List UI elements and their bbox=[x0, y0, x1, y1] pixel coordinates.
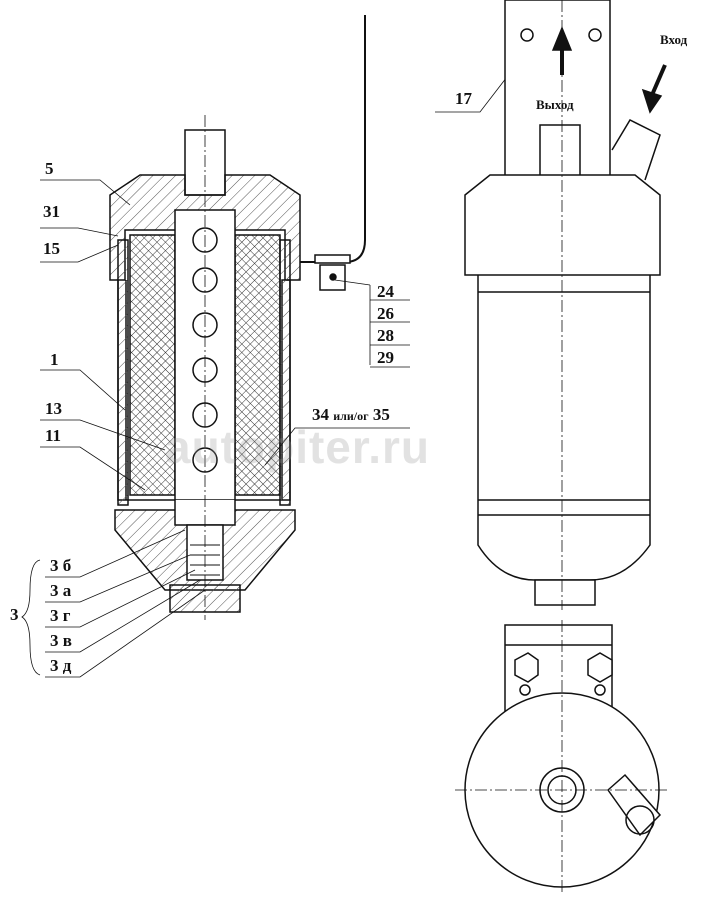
callout-24: 24 bbox=[377, 282, 394, 301]
filter-section bbox=[109, 15, 366, 620]
callout-group-3: 3 bbox=[10, 605, 19, 624]
callout-17: 17 bbox=[455, 89, 472, 108]
callout-3g: 3 г bbox=[50, 606, 71, 625]
callout-34-or-35: 34 или/ог 35 bbox=[312, 406, 390, 423]
callout-13: 13 bbox=[45, 399, 62, 418]
callout-15: 15 bbox=[43, 239, 60, 258]
inlet-label: Вход bbox=[660, 32, 688, 47]
callout-or: или/ог bbox=[333, 409, 369, 423]
outlet-label: Выход bbox=[536, 97, 574, 112]
callout-26: 26 bbox=[377, 304, 394, 323]
callout-3b: 3 б bbox=[50, 556, 72, 575]
callout-31: 31 bbox=[43, 202, 60, 221]
callout-11: 11 bbox=[45, 426, 62, 445]
callout-3v: 3 в bbox=[50, 631, 72, 650]
receiver-side-view bbox=[464, 0, 667, 610]
callout-1: 1 bbox=[50, 350, 59, 369]
callout-3d: 3 д bbox=[50, 656, 72, 675]
callout-29: 29 bbox=[377, 348, 394, 367]
callout-3a: 3 а bbox=[50, 581, 72, 600]
watermark: autopiter.ru bbox=[165, 421, 431, 473]
receiver-bottom-view bbox=[455, 620, 670, 895]
callout-5: 5 bbox=[45, 159, 54, 178]
callout-34: 34 bbox=[312, 405, 329, 424]
callout-28: 28 bbox=[377, 326, 394, 345]
callout-35: 35 bbox=[372, 405, 390, 424]
